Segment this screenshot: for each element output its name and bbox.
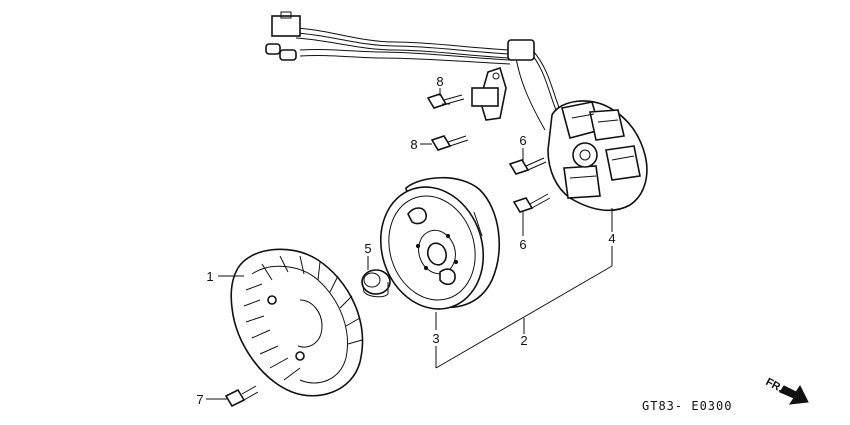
- front-direction-indicator: FR.: [764, 376, 809, 405]
- callout-4: 4: [608, 231, 615, 246]
- callout-7: 7: [196, 392, 203, 407]
- nut: [361, 269, 391, 298]
- bolt-lower-6: [512, 193, 551, 213]
- callout-1: 1: [206, 269, 213, 284]
- bolt-mid: [430, 135, 469, 151]
- bolt-top: [426, 93, 465, 109]
- stator-coil: [547, 100, 648, 212]
- front-arrow-icon: [779, 385, 809, 405]
- flywheel: [379, 176, 500, 310]
- callout-8-mid: 8: [410, 137, 417, 152]
- callout-6-lower: 6: [519, 237, 526, 252]
- bolt-upper-6: [508, 157, 547, 175]
- callout-6-upper: 6: [519, 133, 526, 148]
- diagram-code: GT83- E0300: [642, 399, 732, 413]
- callout-2: 2: [520, 333, 527, 348]
- leader-lines: [206, 88, 613, 400]
- harness-grommet: [507, 39, 535, 61]
- fan-bolt: [224, 385, 259, 408]
- callout-8-top: 8: [436, 74, 443, 89]
- callout-5: 5: [364, 241, 371, 256]
- pulser-coil: [471, 66, 507, 121]
- callout-3: 3: [432, 331, 439, 346]
- flywheel-fan: [230, 248, 364, 397]
- connector-block: [271, 11, 301, 37]
- bullet-connectors: [265, 43, 297, 61]
